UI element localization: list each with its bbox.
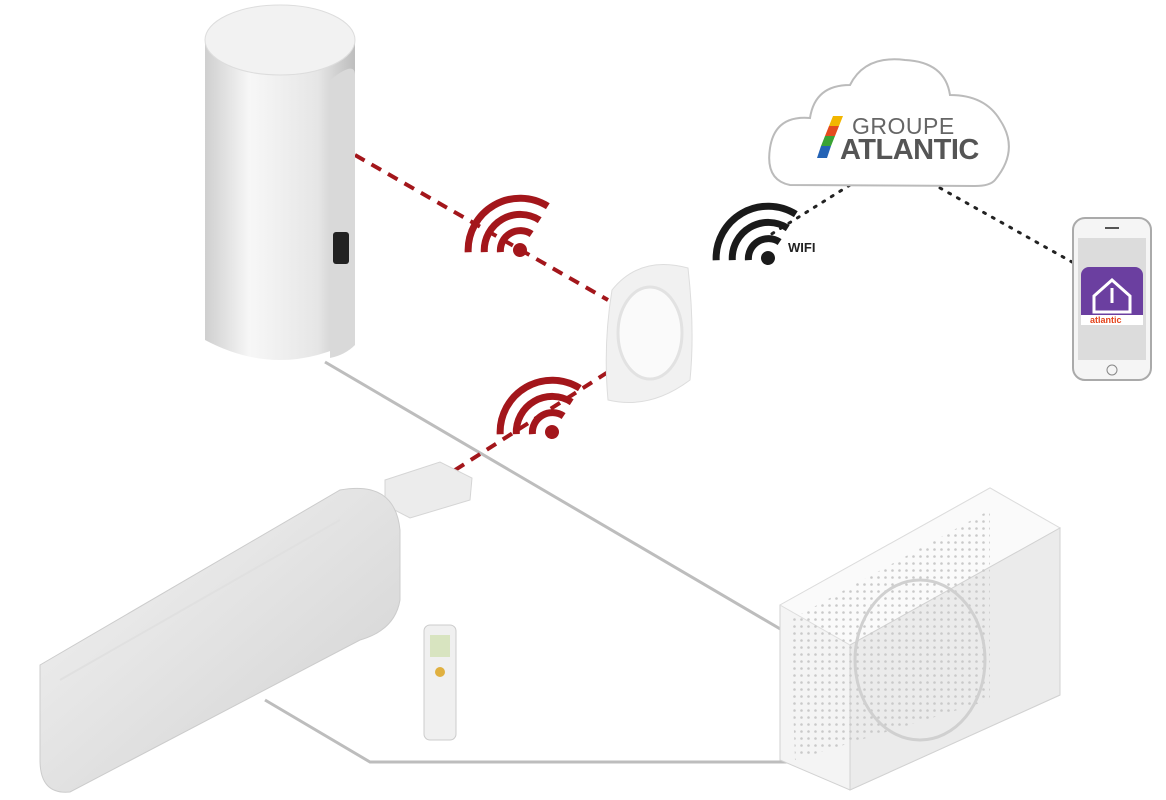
atlantic-logo-mark xyxy=(817,116,843,158)
wifi-icon xyxy=(712,202,798,265)
water-heater xyxy=(204,4,356,360)
heater-display xyxy=(333,232,349,264)
wifi-link-phone xyxy=(938,186,1074,264)
indoor-split-unit xyxy=(39,487,401,793)
wifi-label: WIFI xyxy=(788,240,816,255)
outdoor-heat-pump xyxy=(778,487,1062,791)
wire-heater-to-outdoor xyxy=(324,360,783,632)
brand-line1: GROUPE xyxy=(852,113,955,139)
radio-link-heater xyxy=(354,153,609,302)
brand-line2: ATLANTIC xyxy=(840,134,979,166)
cloud xyxy=(768,58,1010,188)
smartphone xyxy=(1072,217,1152,381)
thermostat-bridge xyxy=(605,264,693,403)
remote-control xyxy=(423,624,457,741)
wire-indoor-to-outdoor xyxy=(264,698,790,764)
radio-wifi-icon xyxy=(496,376,582,439)
radio-module xyxy=(384,461,473,519)
app-logo-text: atlantic xyxy=(1090,315,1122,325)
radio-link-module xyxy=(383,370,610,517)
radio-wifi-icon xyxy=(464,194,550,257)
